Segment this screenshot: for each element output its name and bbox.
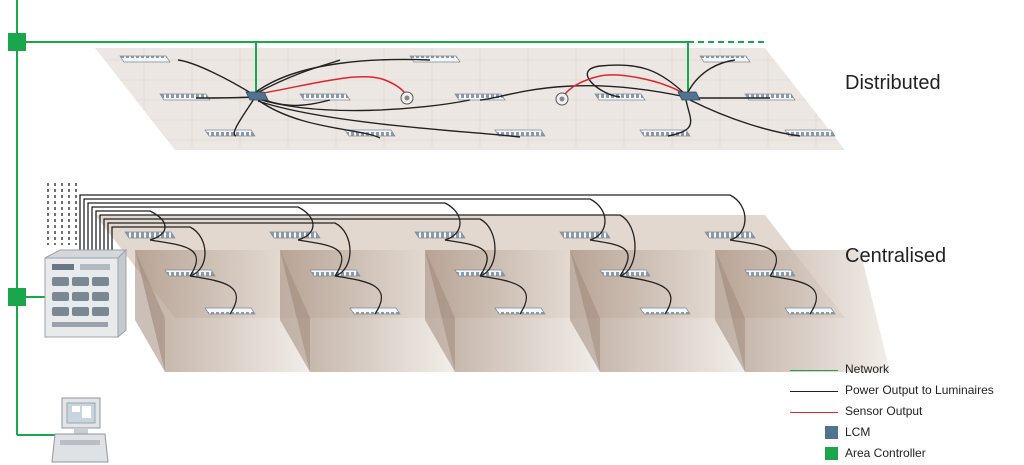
lcm-swatch (825, 426, 838, 439)
luminaire-icon (119, 55, 171, 63)
luminaire-icon (164, 269, 216, 277)
luminaire-link-wire (619, 275, 672, 315)
home-run-wire (79, 194, 746, 255)
legend-label: Network (845, 362, 890, 376)
legend-item-sensor: Sensor Output (790, 402, 1024, 423)
luminaire-icon (204, 307, 256, 315)
centralised-power-lines (79, 194, 818, 315)
luminaire-icon (269, 231, 321, 239)
distributed-power-lines (177, 58, 801, 139)
luminaire-link-wire (149, 239, 198, 277)
luminaire-icon (639, 129, 691, 137)
legend: Network Power Output to Luminaires Senso… (790, 360, 1024, 465)
network-line-swatch (790, 370, 838, 371)
luminaire-link-wire (769, 275, 818, 315)
home-run-wire (99, 214, 636, 277)
luminaire-link-wire (189, 275, 238, 315)
luminaire-icon (559, 231, 611, 239)
legend-item-network: Network (790, 360, 1024, 381)
luminaire-icon (414, 231, 466, 239)
luminaire-icon (204, 129, 256, 137)
home-run-wire (107, 222, 351, 277)
luminaire-icon (309, 269, 361, 277)
luminaire-link-wire (589, 239, 629, 277)
panel-cable-stubs (47, 183, 77, 245)
legend-label: Sensor Output (845, 404, 923, 418)
computer-icon (51, 397, 109, 463)
luminaire-icon (639, 307, 691, 315)
legend-item-lcm: LCM (790, 423, 1024, 444)
luminaire-link-wire (444, 239, 488, 277)
luminaire-icon (349, 307, 401, 315)
luminaire-icon (494, 129, 546, 137)
luminaire-icon (699, 55, 751, 63)
luminaire-icon (494, 307, 546, 315)
sensor-icon (400, 91, 569, 106)
luminaire-icon (159, 93, 211, 101)
luminaire-link-wire (729, 239, 778, 277)
home-run-wire (91, 206, 314, 255)
luminaire-icon (454, 269, 506, 277)
legend-item-power: Power Output to Luminaires (790, 381, 1024, 402)
luminaire-link-wire (297, 239, 343, 277)
luminaire-icon (704, 231, 756, 239)
legend-item-area-controller: Area Controller (790, 444, 1024, 465)
luminaire-icon (124, 231, 176, 239)
luminaire-icon (299, 93, 351, 101)
luminaire-link-wire (479, 275, 528, 315)
sensor-line-swatch (790, 412, 838, 413)
home-run-wire (87, 202, 461, 255)
luminaire-link-wire (334, 275, 383, 315)
distributed-label: Distributed (845, 72, 941, 94)
network-lines (16, 0, 765, 436)
centralised-label: Centralised (845, 245, 947, 267)
home-run-wire (103, 218, 496, 277)
lcm-icon (245, 91, 701, 101)
central-panel-icon (44, 248, 128, 339)
luminaire-icon (744, 93, 796, 101)
luminaire-icon (784, 307, 836, 315)
luminaire-icon (744, 269, 796, 277)
legend-label: Area Controller (845, 446, 926, 460)
sensor-lines (257, 74, 684, 99)
home-run-wire (111, 226, 206, 277)
legend-label: Power Output to Luminaires (845, 383, 994, 397)
area-controller-swatch (825, 447, 838, 460)
legend-label: LCM (845, 425, 871, 439)
power-line-swatch (790, 391, 838, 392)
area-controller-icon (8, 33, 26, 306)
